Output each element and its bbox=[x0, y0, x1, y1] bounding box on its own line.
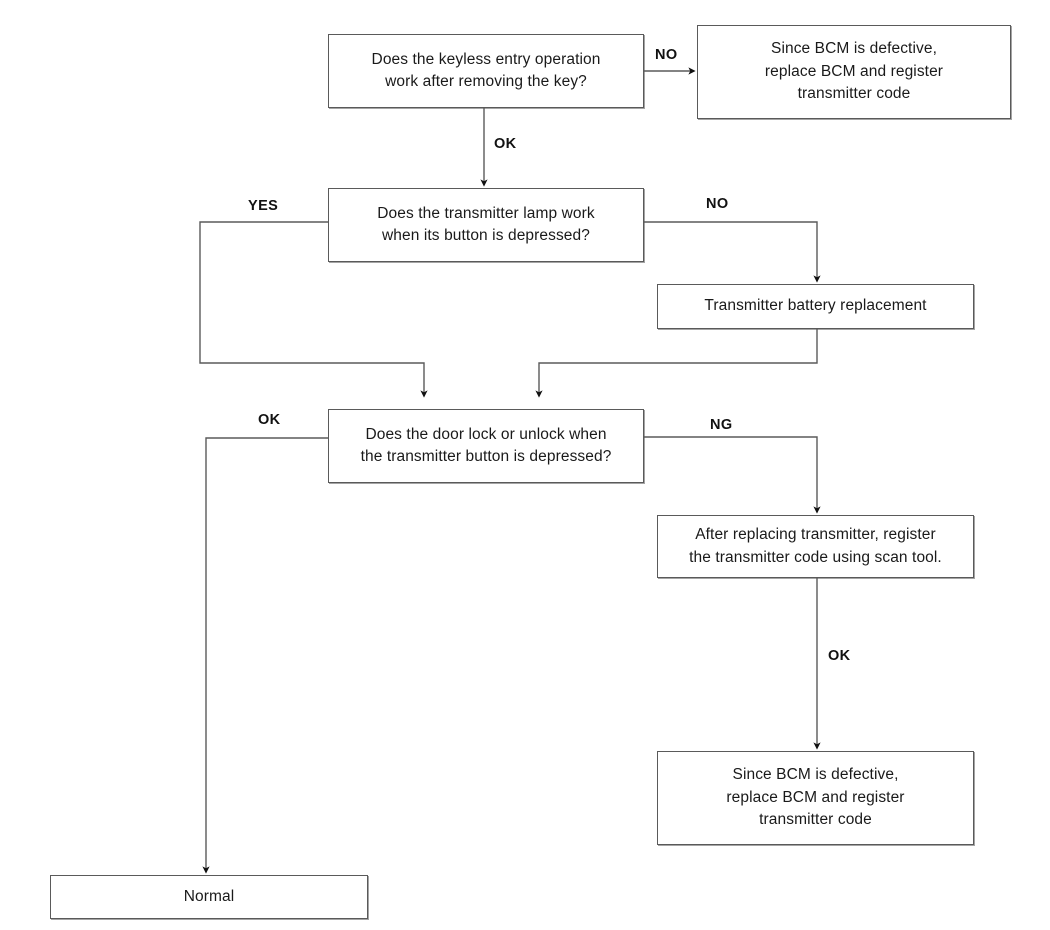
node-question-keyless-entry[interactable]: Does the keyless entry operation work af… bbox=[328, 34, 644, 108]
node-label: Normal bbox=[183, 887, 235, 905]
node-bcm-defective-bottom[interactable]: Since BCM is defective, replace BCM and … bbox=[657, 751, 974, 845]
edge-label-ok-keyless: OK bbox=[494, 136, 517, 152]
edge-battery-to-door bbox=[535, 329, 818, 398]
node-label: Since BCM is defective, replace BCM and … bbox=[764, 40, 944, 103]
node-bcm-defective-top[interactable]: Since BCM is defective, replace BCM and … bbox=[697, 25, 1011, 119]
node-normal[interactable]: Normal bbox=[50, 875, 368, 919]
node-transmitter-battery-replacement[interactable]: Transmitter battery replacement bbox=[657, 284, 974, 329]
node-label: Transmitter battery replacement bbox=[704, 297, 927, 315]
node-label: Does the door lock or unlock when the tr… bbox=[360, 425, 612, 465]
edge-label-yes-lamp: YES bbox=[248, 198, 279, 214]
edge-label-ok-door: OK bbox=[258, 412, 281, 428]
node-register-transmitter-scan-tool[interactable]: After replacing transmitter, register th… bbox=[657, 515, 974, 578]
node-question-transmitter-lamp[interactable]: Does the transmitter lamp work when its … bbox=[328, 188, 644, 262]
edge-door-ok-to-normal bbox=[202, 437, 328, 874]
node-label: Does the transmitter lamp work when its … bbox=[377, 204, 595, 244]
node-label: Does the keyless entry operation work af… bbox=[371, 50, 601, 90]
edge-label-ok-scan: OK bbox=[828, 648, 851, 664]
edge-label-no-lamp: NO bbox=[706, 196, 729, 212]
edge-label-ng-door: NG bbox=[710, 417, 733, 433]
node-label: After replacing transmitter, register th… bbox=[689, 526, 942, 566]
node-question-door-lock-unlock[interactable]: Does the door lock or unlock when the tr… bbox=[328, 409, 644, 483]
edge-label-no-keyless: NO bbox=[655, 47, 678, 63]
edge-lamp-no-to-battery bbox=[644, 221, 821, 283]
node-label: Since BCM is defective, replace BCM and … bbox=[726, 766, 905, 829]
edge-door-ng-to-scan bbox=[644, 436, 821, 514]
